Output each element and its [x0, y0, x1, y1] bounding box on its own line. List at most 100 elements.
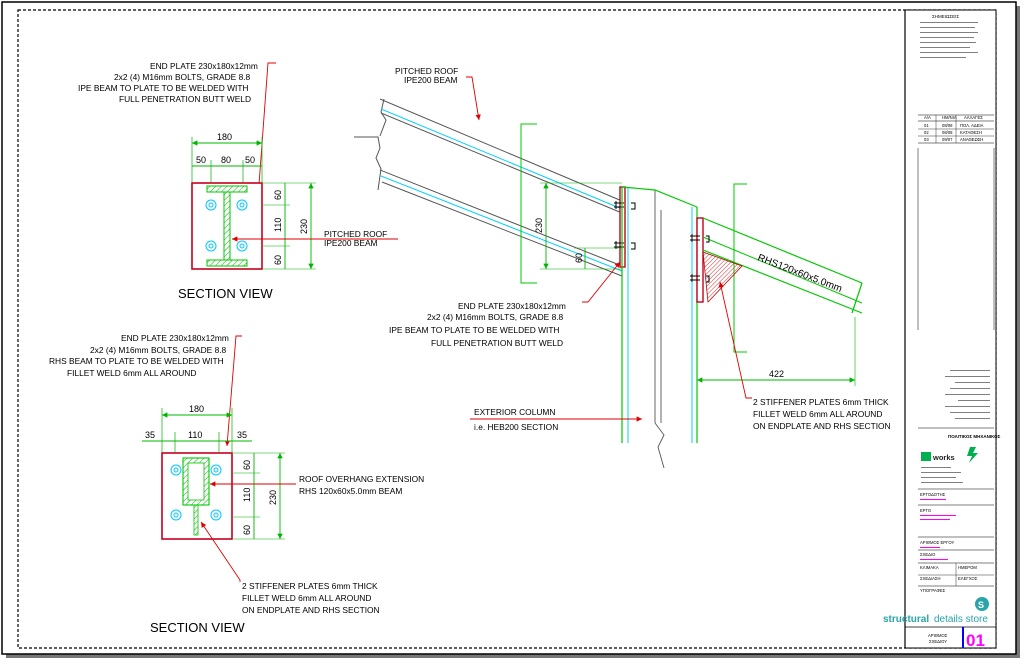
detail-a-title: SECTION VIEW: [178, 286, 273, 301]
svg-text:08/08: 08/08: [942, 130, 953, 135]
detail-b-stiffener-note-2: FILLET WELD 6mm ALL AROUND: [242, 593, 371, 603]
tb-field-drawn: ΣΧΕΔΙΑΣΗ: [920, 576, 941, 581]
detail-a-dim-50b: 50: [245, 155, 255, 165]
tb-field-project-no: ΑΡΙΘΜΟΣ ΕΡΓΟΥ: [920, 540, 955, 545]
tb-rev-header-no: Α/Α: [924, 115, 931, 120]
detail-a-dim-110: 110: [273, 218, 283, 232]
elev-bolts-left: [614, 201, 636, 250]
detail-b-dim-180-label: 180: [189, 404, 204, 414]
tb-field-date: ΗΜΕΡΟΜ: [958, 565, 977, 570]
detail-b-beam-label-1: ROOF OVERHANG EXTENSION: [299, 474, 424, 484]
elev-roof-label-2: IPE200 BEAM: [404, 75, 458, 85]
brand-name-light: details store: [934, 614, 988, 625]
detail-b-bolts: [170, 464, 222, 521]
detail-b-note-4: FILLET WELD 6mm ALL AROUND: [67, 368, 196, 378]
detail-b-dim-60b: 60: [242, 525, 252, 535]
tb-notes-lines: [920, 22, 978, 58]
elev-stiffener-note-3: ON ENDPLATE AND RHS SECTION: [753, 421, 891, 431]
elev-endplate-note-2: 2x2 (4) M16mm BOLTS, GRADE 8.8: [427, 312, 564, 322]
detail-b-dim-230-label: 230: [268, 490, 278, 505]
elev-stiffener-plates: [702, 251, 743, 303]
brand-logo: S: [975, 597, 989, 611]
detail-a-note-3: IPE BEAM TO PLATE TO BE WELDED WITH: [78, 83, 248, 93]
tb-logo: works: [921, 447, 978, 463]
elev-stiffener-leader: [718, 281, 752, 399]
svg-text:ΑΝΑΘΕΩΣΗ: ΑΝΑΘΕΩΣΗ: [960, 137, 983, 142]
tb-revisions: 01 08/08 ΠΟΛ. ΑΔΕΙΑ 02 08/08 ΚΑΤΑΘΕΣΗ 03…: [918, 115, 994, 144]
tb-notes-header: ΣΗΜΕΙΩΣΕΙΣ: [932, 14, 959, 19]
svg-text:ΚΑΤΑΘΕΣΗ: ΚΑΤΑΘΕΣΗ: [960, 130, 982, 135]
elev-dim-60-label: 60: [574, 253, 584, 263]
elev-column-label-2: i.e. HEB200 SECTION: [474, 422, 558, 432]
detail-b-dim-110v: 110: [242, 488, 252, 502]
elev-section-cut-a: [520, 123, 537, 284]
detail-a-dim-80: 80: [221, 155, 231, 165]
detail-a-note-1: END PLATE 230x180x12mm: [150, 61, 258, 71]
svg-text:08/08: 08/08: [942, 123, 953, 128]
detail-a-dim-60a: 60: [273, 190, 283, 200]
detail-a-note-2: 2x2 (4) M16mm BOLTS, GRADE 8.8: [114, 72, 251, 82]
detail-a-dim-50a: 50: [196, 155, 206, 165]
detail-b-note-2: 2x2 (4) M16mm BOLTS, GRADE 8.8: [90, 345, 227, 355]
tb-designer-label: ΠΟΛΙΤΙΚΟΣ ΜΗΧΑΝΙΚΟΣ: [948, 434, 1001, 439]
detail-a-bolts: [205, 199, 248, 252]
svg-text:03: 03: [924, 137, 929, 142]
elev-endplate-note-3: IPE BEAM TO PLATE TO BE WELDED WITH: [389, 325, 559, 335]
svg-text:01: 01: [924, 123, 929, 128]
tb-field-checked: ΕΛΕΓΧΟΣ: [958, 576, 978, 581]
tb-sheet-label-1: ΑΡΙΘΜΟΣ: [928, 633, 948, 638]
detail-b-note-1: END PLATE 230x180x12mm: [121, 333, 229, 343]
elev-roof-leader: [466, 76, 481, 121]
detail-b-stiffener-note-1: 2 STIFFENER PLATES 6mm THICK: [242, 581, 378, 591]
detail-a-section: END PLATE 230x180x12mm 2x2 (4) M16mm BOL…: [78, 61, 398, 301]
detail-b-stiffener-note-3: ON ENDPLATE AND RHS SECTION: [242, 605, 380, 615]
svg-text:ΠΟΛ. ΑΔΕΙΑ: ΠΟΛ. ΑΔΕΙΑ: [960, 123, 984, 128]
elev-ipe-beam: [354, 98, 623, 277]
detail-b-dim-35b: 35: [237, 430, 247, 440]
elev-stiffener-note-2: FILLET WELD 6mm ALL AROUND: [753, 409, 882, 419]
detail-a-dim-60b: 60: [273, 255, 283, 265]
svg-text:works: works: [932, 453, 955, 462]
elev-dim-230-label: 230: [534, 218, 544, 233]
elev-endplate-leader: [582, 261, 621, 303]
detail-b-dim-60a: 60: [242, 460, 252, 470]
tb-field-project: ΕΡΓΟ: [920, 508, 932, 513]
detail-b-section: END PLATE 230x180x12mm 2x2 (4) M16mm BOL…: [49, 333, 424, 635]
elev-roof-label-1: PITCHED ROOF: [395, 66, 458, 76]
svg-text:09/07: 09/07: [942, 137, 953, 142]
elev-endplate-note-1: END PLATE 230x180x12mm: [458, 301, 566, 311]
elev-dim-422-label: 422: [769, 369, 784, 379]
tb-sheet-number: 01: [966, 631, 985, 650]
detail-b-rhs-section: [182, 457, 210, 536]
detail-b-note-3: RHS BEAM TO PLATE TO BE WELDED WITH: [49, 356, 224, 366]
elev-rhs-beam: [690, 217, 863, 314]
detail-b-stiffener-leader: [200, 521, 241, 582]
paper: [1, 1, 1017, 655]
detail-b-dim-110: 110: [188, 430, 202, 440]
tb-office-info: [921, 467, 963, 483]
tb-rev-header-change: ΑΛΛΑΓΕΣ: [964, 115, 983, 120]
brand-name-bold: structural: [883, 614, 929, 625]
detail-a-beam-label-1: PITCHED ROOF: [324, 229, 387, 239]
tb-designer-info: [945, 370, 990, 419]
title-block: ΣΗΜΕΙΩΣΕΙΣ Α/Α ΗΜ/ΝΙΑ ΑΛΛΑΓΕΣ 01 08/08 Π…: [883, 9, 1001, 650]
tb-sheet-label-2: ΣΧΕΔΙΟΥ: [929, 639, 947, 644]
elev-column-label-1: EXTERIOR COLUMN: [474, 407, 555, 417]
detail-a-note-4: FULL PENETRATION BUTT WELD: [119, 94, 251, 104]
detail-b-stiffener: [193, 504, 199, 536]
detail-b-dim-35a: 35: [145, 430, 155, 440]
svg-text:S: S: [978, 600, 984, 610]
detail-a-beam-label-2: IPE200 BEAM: [324, 238, 378, 248]
tb-field-client: ΕΡΓΟΔΟΤΗΣ: [920, 492, 946, 497]
detail-a-dim-230-label: 230: [299, 219, 309, 234]
tb-field-scale: ΚΛΙΜΑΚΑ: [920, 565, 939, 570]
detail-b-title: SECTION VIEW: [150, 620, 245, 635]
elev-stiffener-note-1: 2 STIFFENER PLATES 6mm THICK: [753, 397, 889, 407]
elev-endplate-note-4: FULL PENETRATION BUTT WELD: [431, 338, 563, 348]
tb-rev-header-date: ΗΜ/ΝΙΑ: [942, 115, 957, 120]
detail-b-leader: [224, 335, 242, 447]
tb-field-signatures: ΥΠΟΓΡΑΦΕΣ: [920, 588, 946, 593]
detail-a-leader: [255, 62, 276, 199]
